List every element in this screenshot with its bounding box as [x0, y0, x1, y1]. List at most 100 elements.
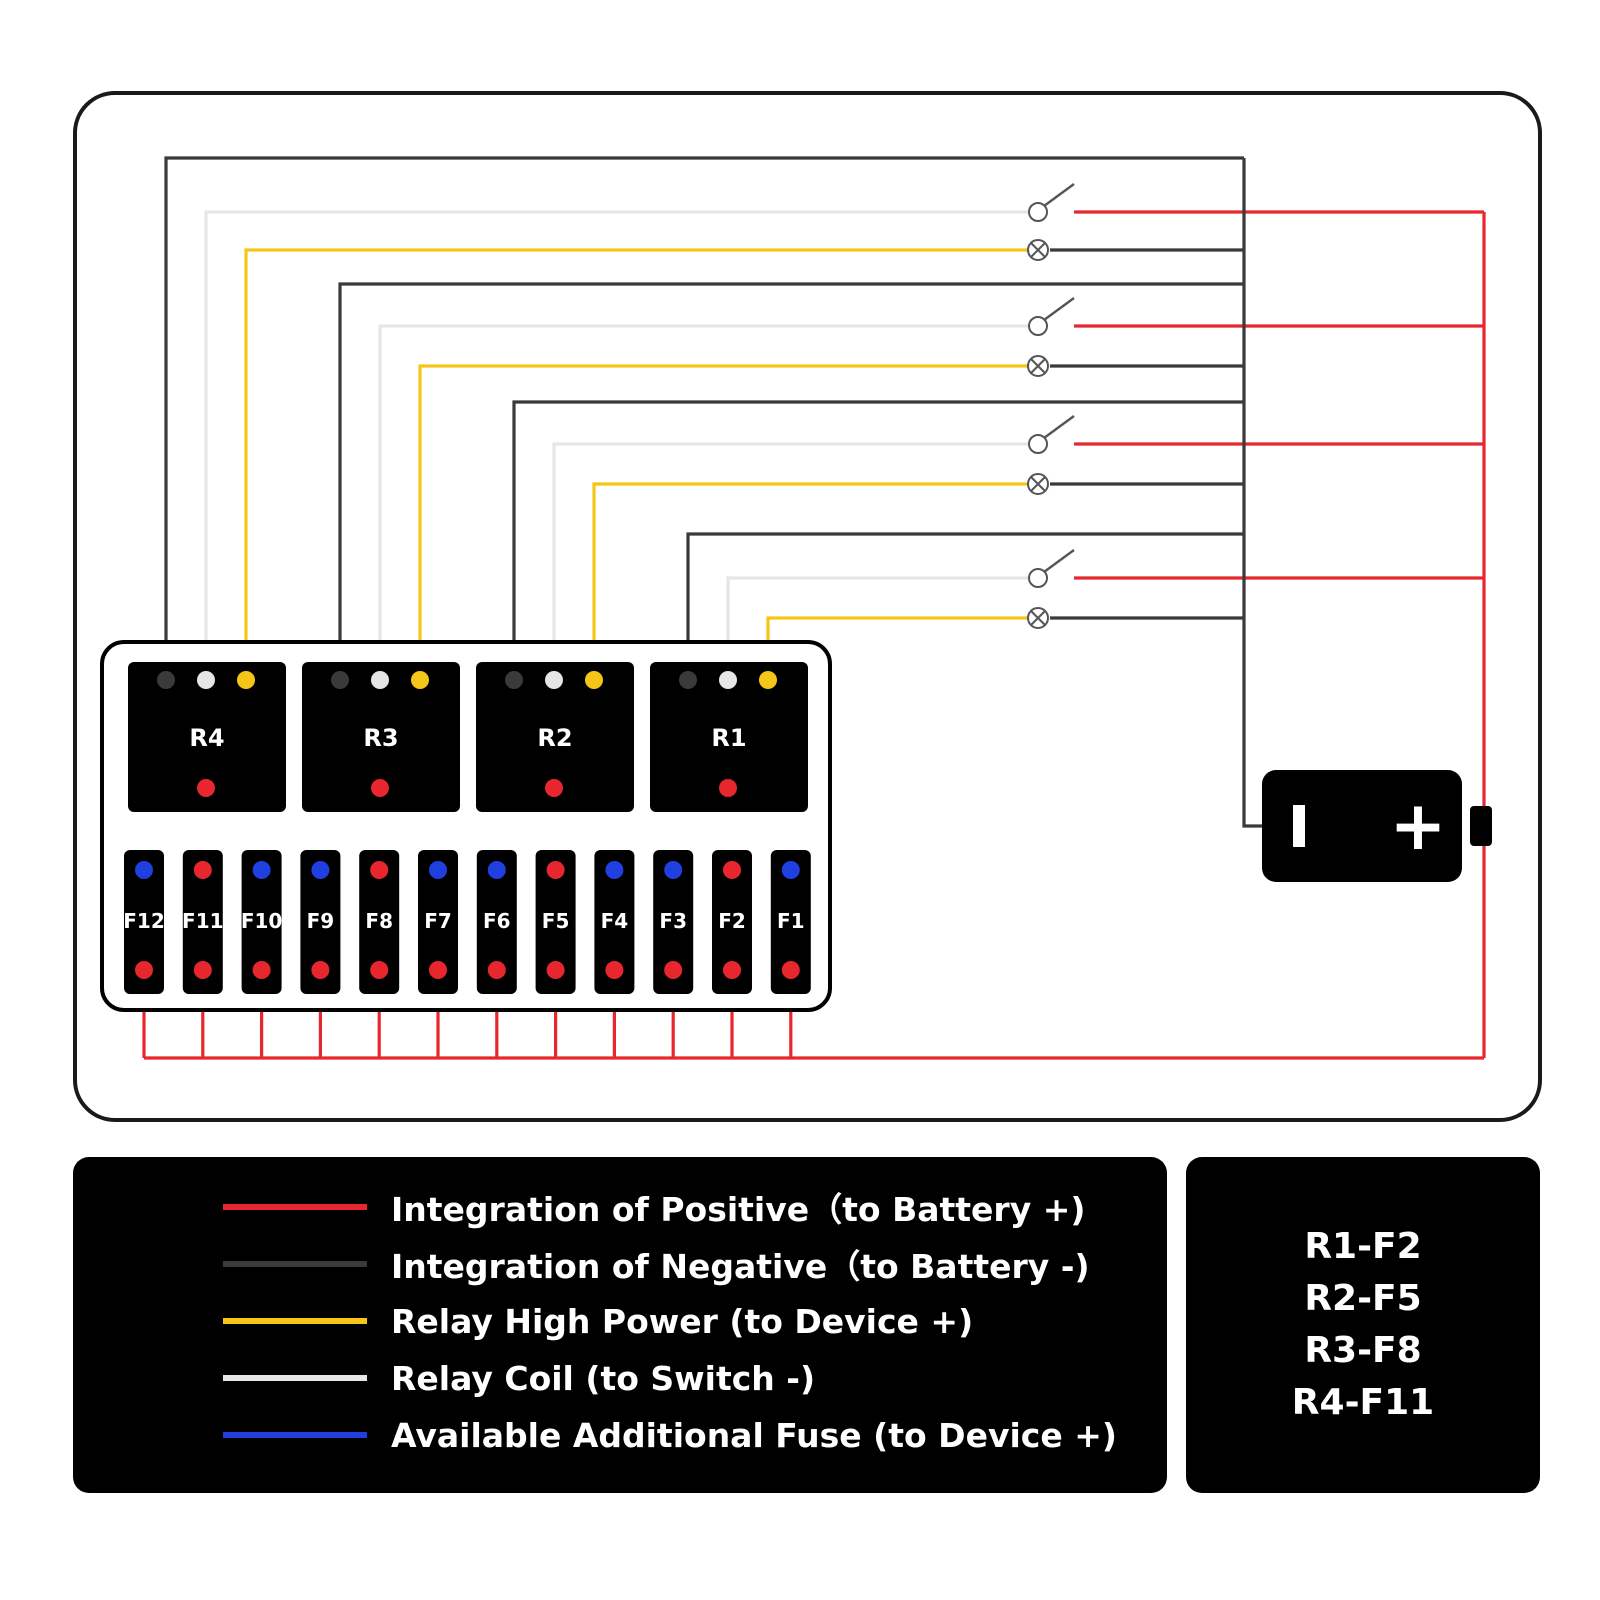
fuse-bottom-terminal — [664, 961, 683, 979]
switch-icon — [1028, 183, 1075, 222]
fuse-bottom-terminal — [781, 961, 800, 979]
fuse-body — [241, 850, 282, 994]
fuse-f9: F9 — [300, 850, 341, 994]
relay-coil-terminal — [197, 671, 215, 689]
lamp-icon — [1027, 355, 1049, 377]
fuse-top-terminal — [487, 861, 506, 879]
fuse-top-terminal — [135, 861, 153, 879]
fuse-body — [712, 850, 752, 994]
legend-label: Integration of Positive（to Battery +) — [391, 1190, 1086, 1229]
fuse-f1: F1 — [770, 850, 811, 994]
wires — [142, 156, 1486, 1060]
relay-r2: R2 — [476, 662, 634, 812]
relay-high-power-terminal — [585, 671, 603, 689]
fuse-f6: F6 — [476, 850, 517, 994]
relay-negative-terminal — [505, 671, 523, 689]
fuse-bottom-terminal — [605, 961, 624, 979]
fuse-body — [418, 850, 458, 994]
legend-label: Available Additional Fuse (to Device +) — [391, 1415, 1117, 1455]
fuse-top-terminal — [429, 861, 447, 879]
fuse-top-terminal — [605, 861, 624, 879]
fuse-f12: F12 — [123, 850, 165, 994]
switch-icon — [1028, 297, 1075, 336]
fuse-top-terminal — [370, 861, 389, 879]
fuse-label: F1 — [777, 909, 805, 933]
legend-swatch — [223, 1432, 367, 1438]
negative-wire — [686, 532, 1244, 680]
fuse-f8: F8 — [359, 850, 400, 994]
high-power-wire — [418, 364, 1038, 680]
legend-item: Relay Coil (to Switch -) — [223, 1358, 815, 1398]
fuse-body — [594, 850, 635, 994]
fuse-body — [124, 850, 164, 994]
negative-wire — [512, 400, 1244, 680]
fuse-bottom-terminal — [370, 961, 389, 979]
fuse-body — [535, 850, 576, 994]
fuse-label: F5 — [542, 909, 570, 933]
fuse-body — [476, 850, 517, 994]
relay-negative-terminal — [679, 671, 697, 689]
fuse-label: F12 — [123, 909, 165, 933]
fuse-body — [359, 850, 400, 994]
coil-wire — [378, 324, 1038, 680]
fuse-top-terminal — [723, 861, 741, 879]
fuse-bottom-terminal — [135, 961, 153, 979]
fuse-f5: F5 — [535, 850, 576, 994]
relay-label: R3 — [363, 724, 398, 752]
fuse-bottom-terminal — [193, 961, 212, 979]
fuse-top-terminal — [546, 861, 565, 879]
relay-body — [476, 662, 634, 812]
fuse-label: F7 — [424, 909, 452, 933]
legend-item: Integration of Positive（to Battery +) — [223, 1187, 1085, 1229]
switch-icon — [1028, 415, 1075, 454]
fuse-body — [182, 850, 223, 994]
relay-positive-terminal — [545, 779, 563, 797]
fuse-f2: F2 — [712, 850, 752, 994]
fuse-top-terminal — [781, 861, 800, 879]
relay-body — [650, 662, 808, 812]
fuse-bottom-terminal — [546, 961, 565, 979]
fuse-label: F3 — [659, 909, 687, 933]
legend-item: Integration of Negative（to Battery -) — [223, 1244, 1090, 1286]
negative-wire — [164, 156, 1244, 680]
relay-coil-terminal — [545, 671, 563, 689]
relay-positive-terminal — [197, 779, 215, 797]
relays: R4 R3 R2 R1 — [128, 662, 808, 812]
switches — [1027, 183, 1075, 629]
legend-label: Relay High Power (to Device +) — [391, 1301, 974, 1341]
relay-high-power-terminal — [759, 671, 777, 689]
lamp-icon — [1027, 473, 1049, 495]
high-power-wire — [592, 482, 1038, 680]
fuse-bottom-terminal — [723, 961, 741, 979]
relay-positive-terminal — [719, 779, 737, 797]
fuse-top-terminal — [193, 861, 212, 879]
relay-body — [302, 662, 460, 812]
fuse-body — [653, 850, 694, 994]
relay-negative-terminal — [157, 671, 175, 689]
fuse-label: F4 — [601, 909, 629, 933]
negative-wire — [338, 282, 1244, 680]
legend-label: Relay Coil (to Switch -) — [391, 1358, 816, 1398]
relay-r1: R1 — [650, 662, 808, 812]
legend-panel: Integration of Positive（to Battery +) Int… — [73, 1157, 1167, 1493]
lamp-icon — [1027, 239, 1049, 261]
relay-high-power-terminal — [411, 671, 429, 689]
fuse-label: F9 — [307, 909, 335, 933]
fuse-f4: F4 — [594, 850, 635, 994]
relay-label: R1 — [711, 724, 746, 752]
fuse-f3: F3 — [653, 850, 694, 994]
fuse-label: F11 — [182, 909, 224, 933]
relay-label: R4 — [189, 724, 224, 752]
legend-item: Relay High Power (to Device +) — [223, 1301, 973, 1341]
lamp-icon — [1027, 607, 1049, 629]
relay-coil-terminal — [719, 671, 737, 689]
battery-icon: − + — [1262, 770, 1492, 882]
legend-swatch — [223, 1204, 367, 1210]
relay-fuse-pair: R2-F5 — [1304, 1278, 1422, 1319]
fuse-f7: F7 — [418, 850, 458, 994]
fuse-body — [300, 850, 341, 994]
fuse-bottom-terminal — [311, 961, 330, 979]
